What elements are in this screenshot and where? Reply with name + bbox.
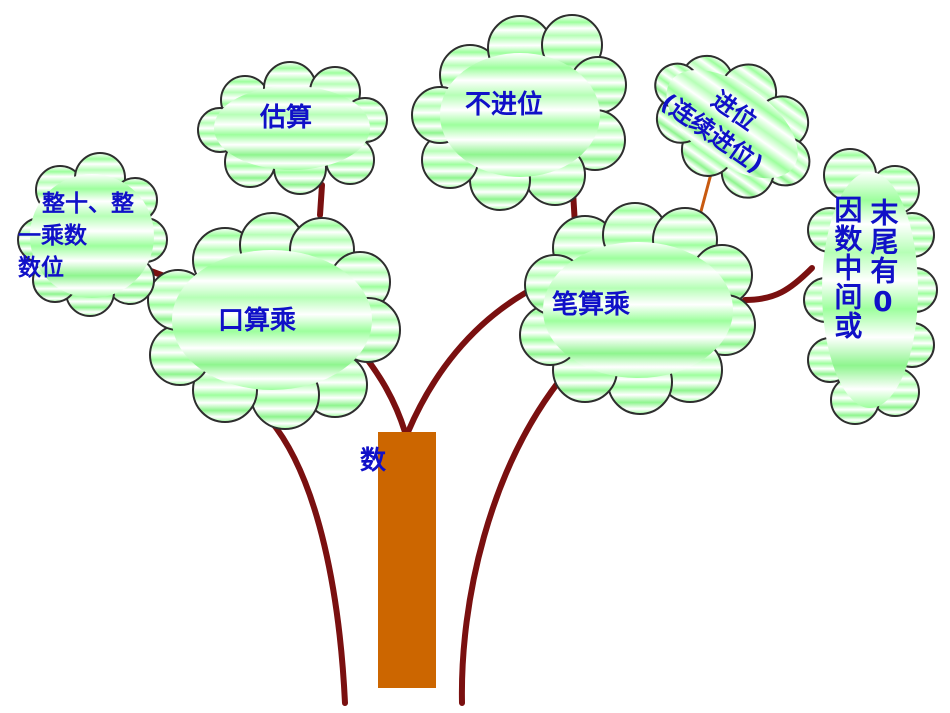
branch-right-root: [458, 377, 563, 706]
branch-center-right: [405, 282, 543, 435]
label-bujinwei: 不进位: [465, 90, 544, 120]
cloud-bujinwei: [411, 14, 627, 211]
trunk: [378, 432, 436, 688]
label-zhengshi-line2: 一乘数: [18, 223, 87, 249]
label-bisuan: 笔算乘: [552, 290, 631, 320]
branch-to-gusuan: [317, 182, 325, 218]
branch-to-moweiyou0: [742, 265, 815, 303]
label-yinshu: 因数中间或: [830, 195, 864, 340]
label-trunk-char: 数: [360, 446, 387, 476]
foliage: [17, 14, 938, 430]
branch-left-root: [267, 417, 348, 706]
cloud-bisuan: [519, 202, 756, 415]
label-zhengshi-line3: 数位: [18, 255, 64, 281]
cloud-gusuan: [197, 61, 388, 195]
label-moweiyou0: 末尾有0: [866, 198, 900, 319]
cloud-kousuan: [147, 212, 401, 430]
cloud-jinwei: [654, 54, 811, 199]
label-kousuan: 口算乘: [218, 306, 297, 336]
branch-to-jinwei: [698, 168, 714, 217]
cloud-zhengshi: [17, 152, 168, 317]
label-gusuan: 估算: [260, 103, 313, 133]
cloud-moweiyou0: [803, 148, 938, 425]
label-zhengshi-line1: 整十、整: [42, 191, 134, 217]
